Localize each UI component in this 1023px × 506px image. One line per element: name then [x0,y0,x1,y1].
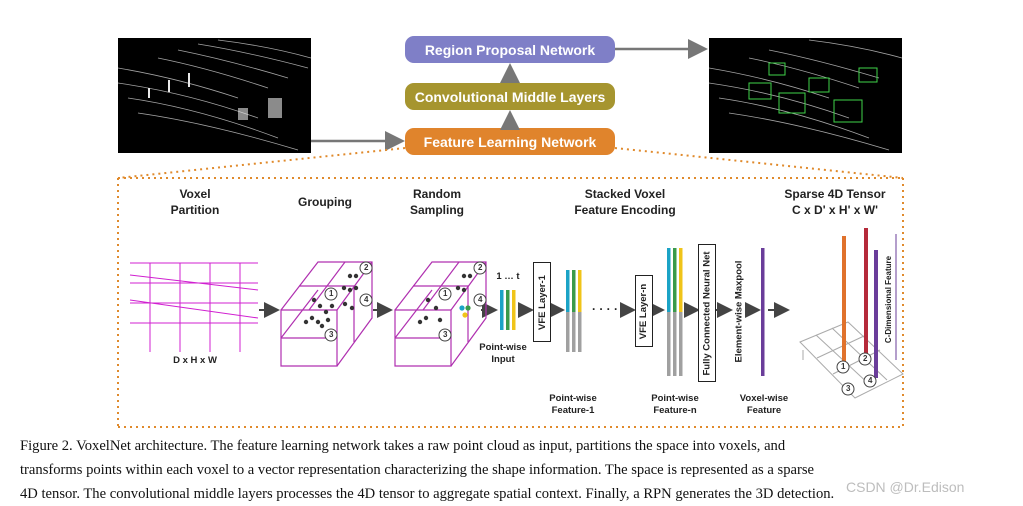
input-point-cloud-image [118,38,311,153]
caption-line-1: Figure 2. VoxelNet architecture. The fea… [20,438,786,454]
detail-dotted-outline [117,147,904,428]
pointwise-featuren-bars [667,248,683,376]
header-stacked-vfe: Stacked Voxel Feature Encoding [574,187,676,217]
maxpool-label-box: Element-wise Maxpool [730,248,748,374]
tensor-bar-red [864,228,868,354]
caption-line-3: 4D tensor. The convolutional middle laye… [20,486,835,502]
grp-num-2: 2 [364,263,369,272]
label-dims: D x H x W [173,355,217,366]
label-pointwise-feature-n: Point-wise Feature-n [651,393,699,416]
caption-line-2: transforms points within each voxel to a… [20,462,814,478]
tns-num-1: 1 [841,362,846,371]
smp-num-1: 1 [443,289,448,298]
fc-net-box: Fully Connected Neural Net [698,244,716,382]
output-detection-art [709,39,902,151]
vfe-layer-1-label: VFE Layer-1 [536,274,548,330]
sampling-voxel-cube [394,261,487,367]
tensor-bar-orange [842,236,846,366]
feature-learning-network-box: Feature Learning Network [405,128,615,155]
pointwise-input-bars [500,290,516,330]
tns-num-3: 3 [846,384,851,393]
output-detection-image [709,38,902,153]
header-sparse-tensor: Sparse 4D Tensor C x D' x H' x W' [784,187,886,217]
label-dots: · · · · [592,302,618,316]
grouping-voxel-cube [280,261,373,367]
region-proposal-network-box: Region Proposal Network [405,36,615,63]
smp-num-3: 3 [443,330,448,339]
convolutional-middle-layers-box: Convolutional Middle Layers [405,83,615,110]
header-random-sampling: Random Sampling [409,187,464,217]
tns-num-4: 4 [868,376,873,385]
grouping-points [303,273,359,329]
c-dim-label: C-Dimensional Feature [884,255,894,343]
vfe-layer-1-box: VFE Layer-1 [533,262,551,342]
tns-num-2: 2 [863,354,868,363]
label-index-range: 1 … t [496,271,520,282]
label-pointwise-input: Point-wise Input [479,342,527,365]
label-voxelwise-feature: Voxel-wise Feature [739,393,789,416]
voxel-partition-grid [129,262,259,352]
grp-num-3: 3 [329,330,334,339]
sampling-points [417,273,473,325]
fc-net-label: Fully Connected Neural Net [701,250,713,376]
figure-caption: Figure 2. VoxelNet architecture. The fea… [20,434,1008,506]
vfe-layer-n-box: VFE Layer-n [635,275,653,347]
tensor-bar-purple [874,250,878,378]
smp-num-2: 2 [478,263,483,272]
voxel-number-circles [324,261,877,396]
sampled-colored-points [459,305,471,318]
label-pointwise-feature-1: Point-wise Feature-1 [549,393,597,416]
grp-num-4: 4 [364,295,369,304]
smp-num-4: 4 [478,295,483,304]
c-dim-label-box: C-Dimensional Feature [881,236,897,362]
watermark: CSDN @Dr.Edison [846,479,965,495]
header-grouping: Grouping [298,195,352,209]
vfe-layer-n-label: VFE Layer-n [638,283,650,339]
maxpool-label: Element-wise Maxpool [733,260,745,362]
pointwise-feature1-bars [566,270,582,352]
voxelwise-feature-bar [761,248,765,376]
input-point-cloud-art [118,39,311,151]
grp-num-1: 1 [329,289,334,298]
header-voxel-partition: Voxel Partition [170,187,220,217]
